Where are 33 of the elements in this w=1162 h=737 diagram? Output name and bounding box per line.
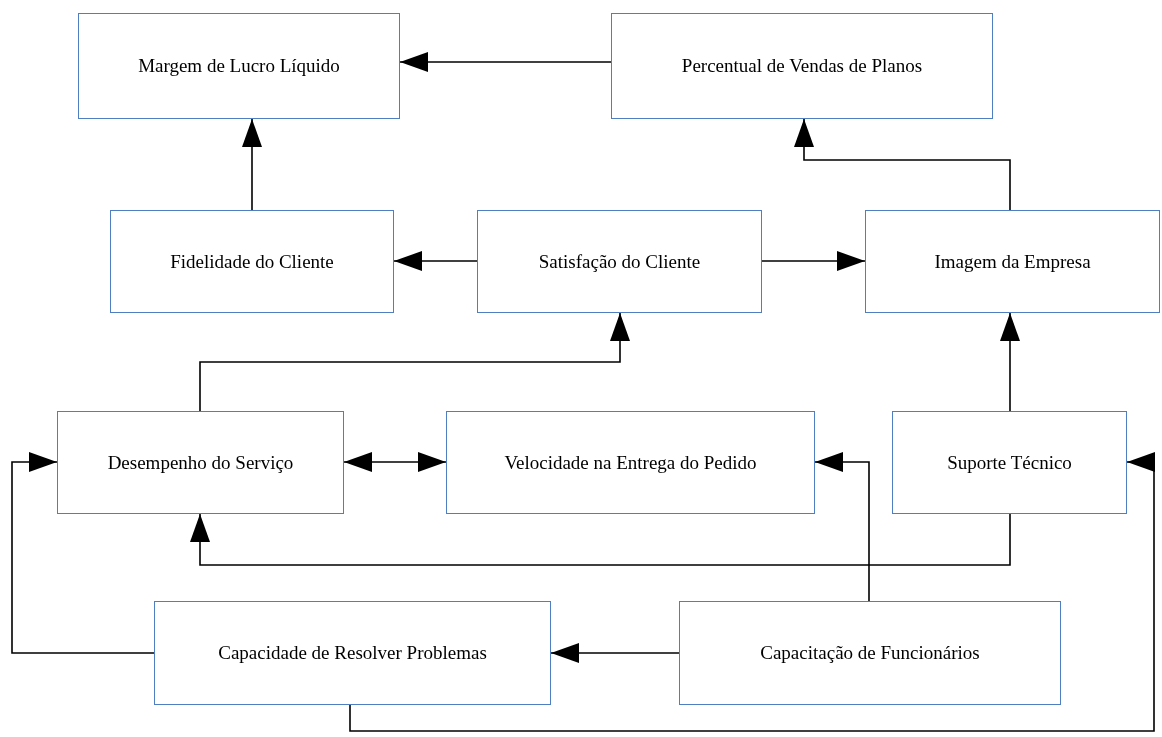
process-box — [477, 210, 762, 313]
box-label: Desempenho do Serviço — [107, 450, 294, 475]
arrow — [399, 52, 612, 72]
arrow — [11, 452, 155, 654]
process-box — [78, 13, 400, 119]
box-label: Velocidade na Entrega do Pedido — [504, 450, 757, 475]
box-label: Capacitação de Funcionários — [760, 641, 980, 665]
arrow — [393, 251, 478, 271]
box-label: Imagem da Empresa — [934, 249, 1091, 274]
arrow — [1000, 312, 1020, 412]
process-box — [611, 13, 993, 119]
process-box — [446, 411, 815, 514]
arrow — [199, 312, 630, 412]
process-box — [57, 411, 344, 514]
box-label: Margem de Lucro Líquido — [138, 54, 340, 78]
process-box — [154, 601, 551, 705]
box-label: Capacidade de Resolver Problemas — [218, 641, 487, 665]
process-box — [892, 411, 1127, 514]
box-label: Satisfação do Cliente — [538, 249, 701, 274]
arrow — [242, 118, 262, 211]
box-label: Suporte Técnico — [947, 450, 1072, 475]
arrow — [814, 452, 870, 602]
arrow — [761, 251, 866, 271]
arrow — [343, 452, 447, 472]
arrow — [190, 513, 1011, 566]
arrow — [794, 118, 1011, 211]
process-box — [679, 601, 1061, 705]
arrow — [349, 452, 1155, 732]
arrow — [550, 643, 680, 663]
box-label: Fidelidade do Cliente — [170, 249, 334, 274]
process-box — [865, 210, 1160, 313]
box-label: Percentual de Vendas de Planos — [681, 54, 923, 78]
process-box — [110, 210, 394, 313]
